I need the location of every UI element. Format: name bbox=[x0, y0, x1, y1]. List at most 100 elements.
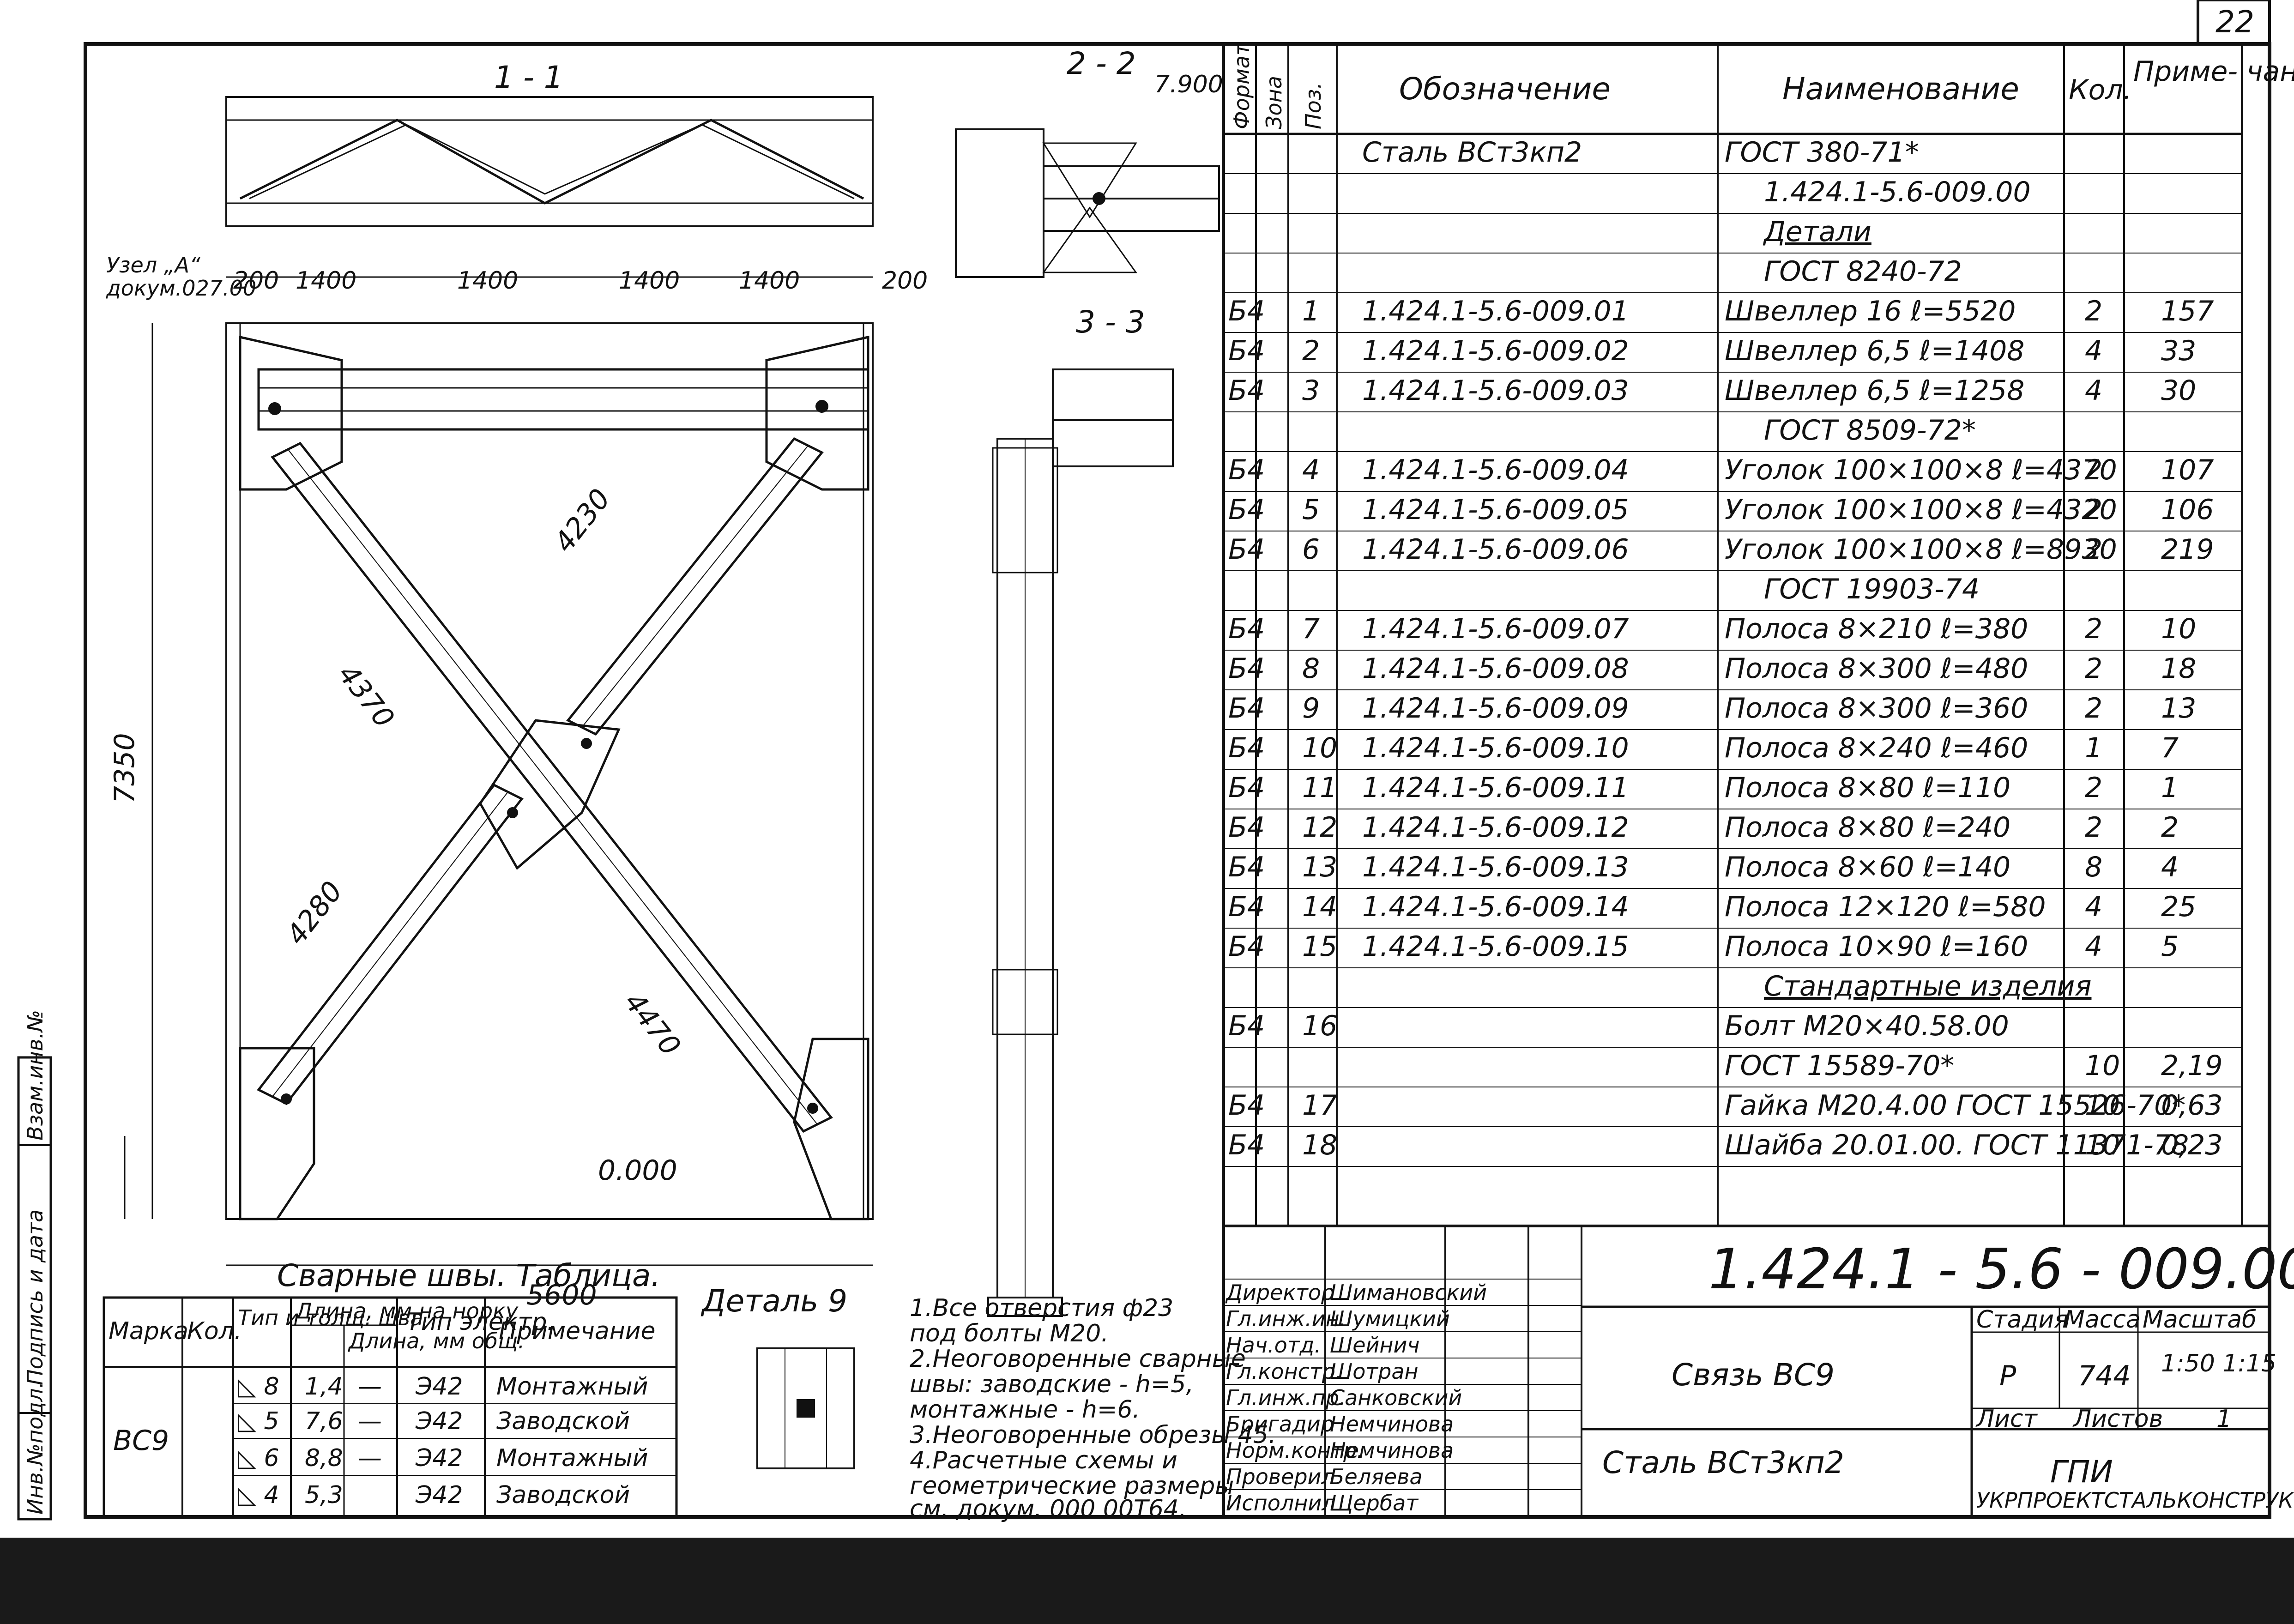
spec-cell-note: 2 bbox=[2161, 811, 2179, 844]
organization-sub: УКРПРОЕКТСТАЛЬКОНСТРУКЦИЯ bbox=[1976, 1488, 2294, 1513]
spec-cell-name: 1.424.1-5.6-009.00 bbox=[1764, 176, 2031, 208]
spec-cell-name: Швеллер 6,5 ℓ=1258 bbox=[1725, 374, 2024, 407]
note-line: 1.Все отверстия ф23 bbox=[910, 1294, 1173, 1322]
stage-header: Стадия bbox=[1976, 1306, 2069, 1334]
spec-cell-pos: 15 bbox=[1302, 930, 1337, 963]
weld-row-type: ◺ 8 bbox=[238, 1373, 279, 1401]
spec-cell-name: Швеллер 16 ℓ=5520 bbox=[1725, 295, 2016, 327]
spec-cell-qty: 2 bbox=[2085, 652, 2102, 685]
spec-cell-format: Б4 bbox=[1228, 811, 1265, 844]
signature-name: Шумицкий bbox=[1330, 1306, 1450, 1331]
spec-cell-designation: 1.424.1-5.6-009.11 bbox=[1362, 772, 1629, 804]
spec-cell-designation: 1.424.1-5.6-009.15 bbox=[1362, 930, 1629, 963]
bay-width-2: 1400 bbox=[296, 267, 356, 295]
spec-cell-format: Б4 bbox=[1228, 374, 1265, 407]
spec-cell-name: Полоса 8×300 ℓ=360 bbox=[1725, 692, 2028, 724]
spec-cell-note: 0,23 bbox=[2161, 1129, 2223, 1161]
spec-cell-name: Полоса 8×240 ℓ=460 bbox=[1725, 732, 2028, 764]
drawing-code: 1.424.1 - 5.6 - 009.00 bbox=[1708, 1238, 2294, 1302]
spec-cell-name: ГОСТ 15589-70* bbox=[1725, 1050, 1954, 1082]
notes: 1.Все отверстия ф23 под болты М20. 2.Нео… bbox=[910, 1294, 1276, 1523]
spec-cell-designation: 1.424.1-5.6-009.14 bbox=[1362, 891, 1629, 923]
spec-cell-pos: 17 bbox=[1302, 1089, 1337, 1122]
spec-cell-pos: 11 bbox=[1302, 772, 1337, 804]
sheets-value: 1 bbox=[2216, 1405, 2232, 1433]
weld-row-type: ◺ 6 bbox=[238, 1444, 279, 1472]
spec-cell-name: Полоса 12×120 ℓ=580 bbox=[1725, 891, 2046, 923]
signature-role: Гл.констр. bbox=[1226, 1359, 1342, 1384]
spec-cell-pos: 12 bbox=[1302, 811, 1337, 844]
weld-header-electrode: Тип электр. bbox=[406, 1308, 555, 1336]
weld-row-type: ◺ 5 bbox=[238, 1407, 279, 1435]
sheet-number: 22 bbox=[2216, 4, 2254, 40]
signature-name: Шотран bbox=[1330, 1359, 1419, 1384]
spec-header-name: Наименование bbox=[1782, 71, 2019, 107]
signature-role: Норм.контр. bbox=[1226, 1438, 1364, 1463]
spec-cell-designation: 1.424.1-5.6-009.03 bbox=[1362, 374, 1629, 407]
spec-cell-designation: 1.424.1-5.6-009.07 bbox=[1362, 613, 1629, 645]
weld-mark: ВС9 bbox=[113, 1425, 169, 1457]
spec-cell-name: Уголок 100×100×8 ℓ=4370 bbox=[1725, 454, 2117, 486]
weld-header-note: Примечание bbox=[499, 1317, 656, 1345]
note-line: геометрические размеры bbox=[910, 1472, 1234, 1500]
weld-row-electrode: Э42 bbox=[415, 1407, 463, 1435]
spec-cell-format: Б4 bbox=[1228, 930, 1265, 963]
spec-cell-name: Полоса 8×80 ℓ=110 bbox=[1725, 772, 2010, 804]
spec-cell-note: 219 bbox=[2161, 533, 2214, 566]
spec-cell-name: Полоса 8×60 ℓ=140 bbox=[1725, 851, 2010, 883]
weld-row-electrode: Э42 bbox=[415, 1481, 463, 1509]
section-2-2 bbox=[955, 128, 1220, 278]
spec-cell-note: 4 bbox=[2161, 851, 2179, 883]
spec-header-pos: Поз. bbox=[1301, 82, 1326, 129]
weld-header-total: Длина, мм общ. bbox=[348, 1328, 525, 1353]
spec-cell-qty: 4 bbox=[2085, 335, 2102, 367]
spec-cell-note: 25 bbox=[2161, 891, 2196, 923]
spec-cell-qty: 2 bbox=[2085, 454, 2102, 486]
signature-name: Щербат bbox=[1330, 1491, 1419, 1515]
spec-cell-format: Б4 bbox=[1228, 454, 1265, 486]
title-block bbox=[1222, 1225, 2271, 1518]
spec-cell-note: 10 bbox=[2161, 613, 2196, 645]
weld-row-total: — bbox=[358, 1407, 382, 1435]
detail-9 bbox=[756, 1347, 855, 1469]
spec-cell-name: ГОСТ 19903-74 bbox=[1764, 573, 1980, 605]
organization: ГПИ bbox=[2050, 1454, 2113, 1490]
spec-cell-qty: 2 bbox=[2085, 494, 2102, 526]
spec-cell-pos: 8 bbox=[1302, 652, 1320, 685]
spec-cell-designation: 1.424.1-5.6-009.13 bbox=[1362, 851, 1629, 883]
weld-header-type: Тип и толщ. шва bbox=[238, 1305, 423, 1330]
signature-role: Директор bbox=[1225, 1280, 1334, 1305]
mass-header: Масса bbox=[2064, 1306, 2141, 1334]
sheets-label: Листов bbox=[2072, 1405, 2163, 1433]
note-line: см. докум. 000 00Т64. bbox=[910, 1495, 1187, 1523]
spec-cell-pos: 4 bbox=[1302, 454, 1320, 486]
note-line: 4.Расчетные схемы и bbox=[910, 1447, 1177, 1474]
stamp-inv-original: Инв.№подл. bbox=[23, 1382, 48, 1515]
weld-row-note: Монтажный bbox=[496, 1373, 648, 1401]
spec-cell-note: 13 bbox=[2161, 692, 2196, 724]
spec-cell-note: 18 bbox=[2161, 652, 2196, 685]
note-line: под болты М20. bbox=[910, 1320, 1109, 1347]
spec-cell-pos: 16 bbox=[1302, 1010, 1337, 1042]
spec-cell-name: ГОСТ 8509-72* bbox=[1764, 414, 1976, 447]
signature-name: Шимановский bbox=[1330, 1280, 1487, 1305]
spec-cell-designation: 1.424.1-5.6-009.10 bbox=[1362, 732, 1629, 764]
signature-name: Беляева bbox=[1330, 1464, 1423, 1489]
spec-cell-name: Болт М20×40.58.00 bbox=[1725, 1010, 2009, 1042]
material: Сталь ВСт3кп2 bbox=[1602, 1445, 1844, 1480]
spec-cell-format: Б4 bbox=[1228, 652, 1265, 685]
bay-width-5: 1400 bbox=[739, 267, 800, 295]
spec-cell-format: Б4 bbox=[1228, 1089, 1265, 1122]
main-elevation bbox=[124, 276, 874, 1266]
stage-value: Р bbox=[1999, 1360, 2016, 1392]
spec-cell-name: Уголок 100×100×8 ℓ=8930 bbox=[1725, 533, 2117, 566]
dim-total-height: 7350 bbox=[109, 733, 141, 803]
spec-cell-format: Б4 bbox=[1228, 494, 1265, 526]
spec-cell-name: ГОСТ 380-71* bbox=[1725, 136, 1919, 169]
node-doc: докум.027.00 bbox=[106, 276, 256, 301]
note-line: швы: заводские - h=5, bbox=[910, 1370, 1194, 1398]
spec-cell-pos: 1 bbox=[1302, 295, 1320, 327]
spec-cell-note: 107 bbox=[2161, 454, 2214, 486]
weld-table bbox=[103, 1296, 678, 1518]
spec-cell-designation: 1.424.1-5.6-009.04 bbox=[1362, 454, 1629, 486]
